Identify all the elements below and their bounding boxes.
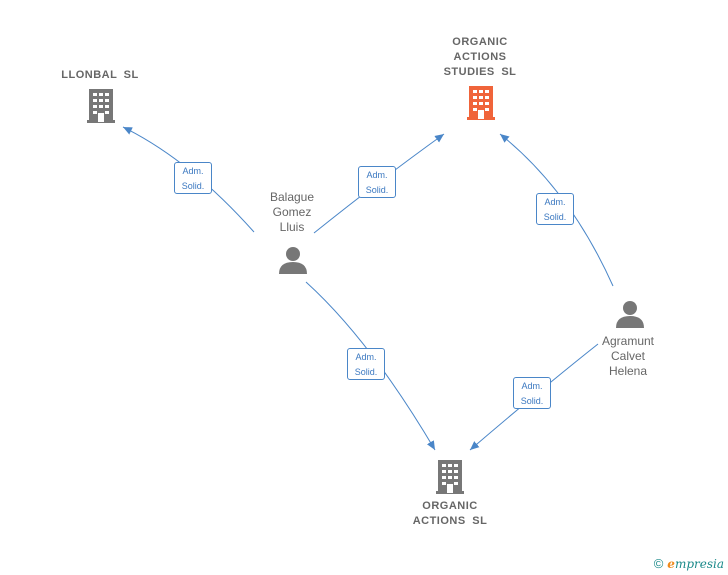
company-name: LLONBAL SL [61, 69, 139, 81]
company-name-line: ACTIONS [453, 51, 507, 63]
company-label-organic-actions[interactable]: ORGANIC ACTIONS SL [390, 499, 510, 529]
company-name-line: STUDIES SL [443, 66, 517, 78]
edge-role: Solid. [181, 181, 205, 191]
copyright-icon: © [653, 556, 664, 571]
company-name-line: ORGANIC [452, 36, 508, 48]
building-icon [436, 460, 464, 494]
person-icon [616, 301, 644, 328]
building-icon-highlighted [467, 86, 495, 120]
person-name-line: Helena [608, 364, 648, 378]
footer-brand[interactable]: © empresia [654, 556, 724, 571]
edge-role: Solid. [543, 212, 567, 222]
edge-role: Solid. [520, 396, 544, 406]
person-label-balague[interactable]: Balague Gomez Lluis [250, 190, 334, 235]
edge-badge-agramunt-actions[interactable]: Adm. Solid. [513, 377, 551, 409]
brand-letter: e [667, 556, 675, 571]
person-icon [279, 247, 307, 274]
person-name-line: Lluis [279, 220, 305, 234]
edge-role: Adm. [366, 170, 388, 180]
brand-logo: empresia [667, 557, 724, 571]
company-label-llonbal[interactable]: LLONBAL SL [50, 68, 150, 83]
brand-name: mpresia [674, 556, 724, 571]
edge-badge-balague-llonbal[interactable]: Adm. Solid. [174, 162, 212, 194]
edge-role: Solid. [365, 185, 389, 195]
edge-badge-agramunt-studies[interactable]: Adm. Solid. [536, 193, 574, 225]
edge-badge-balague-studies[interactable]: Adm. Solid. [358, 166, 396, 198]
person-name-line: Gomez [272, 205, 312, 219]
company-label-organic-actions-studies[interactable]: ORGANIC ACTIONS STUDIES SL [420, 35, 540, 80]
company-name-line: ACTIONS SL [412, 515, 488, 527]
person-name-line: Balague [269, 190, 315, 204]
edge-role: Adm. [182, 166, 204, 176]
building-icon [87, 89, 115, 123]
edge-role: Adm. [355, 352, 377, 362]
person-label-agramunt[interactable]: Agramunt Calvet Helena [586, 334, 670, 379]
edge-role: Adm. [544, 197, 566, 207]
edge-role: Solid. [354, 367, 378, 377]
person-name-line: Calvet [610, 349, 645, 363]
edge-badge-balague-actions[interactable]: Adm. Solid. [347, 348, 385, 380]
edge-role: Adm. [521, 381, 543, 391]
person-name-line: Agramunt [601, 334, 655, 348]
company-name-line: ORGANIC [422, 500, 478, 512]
